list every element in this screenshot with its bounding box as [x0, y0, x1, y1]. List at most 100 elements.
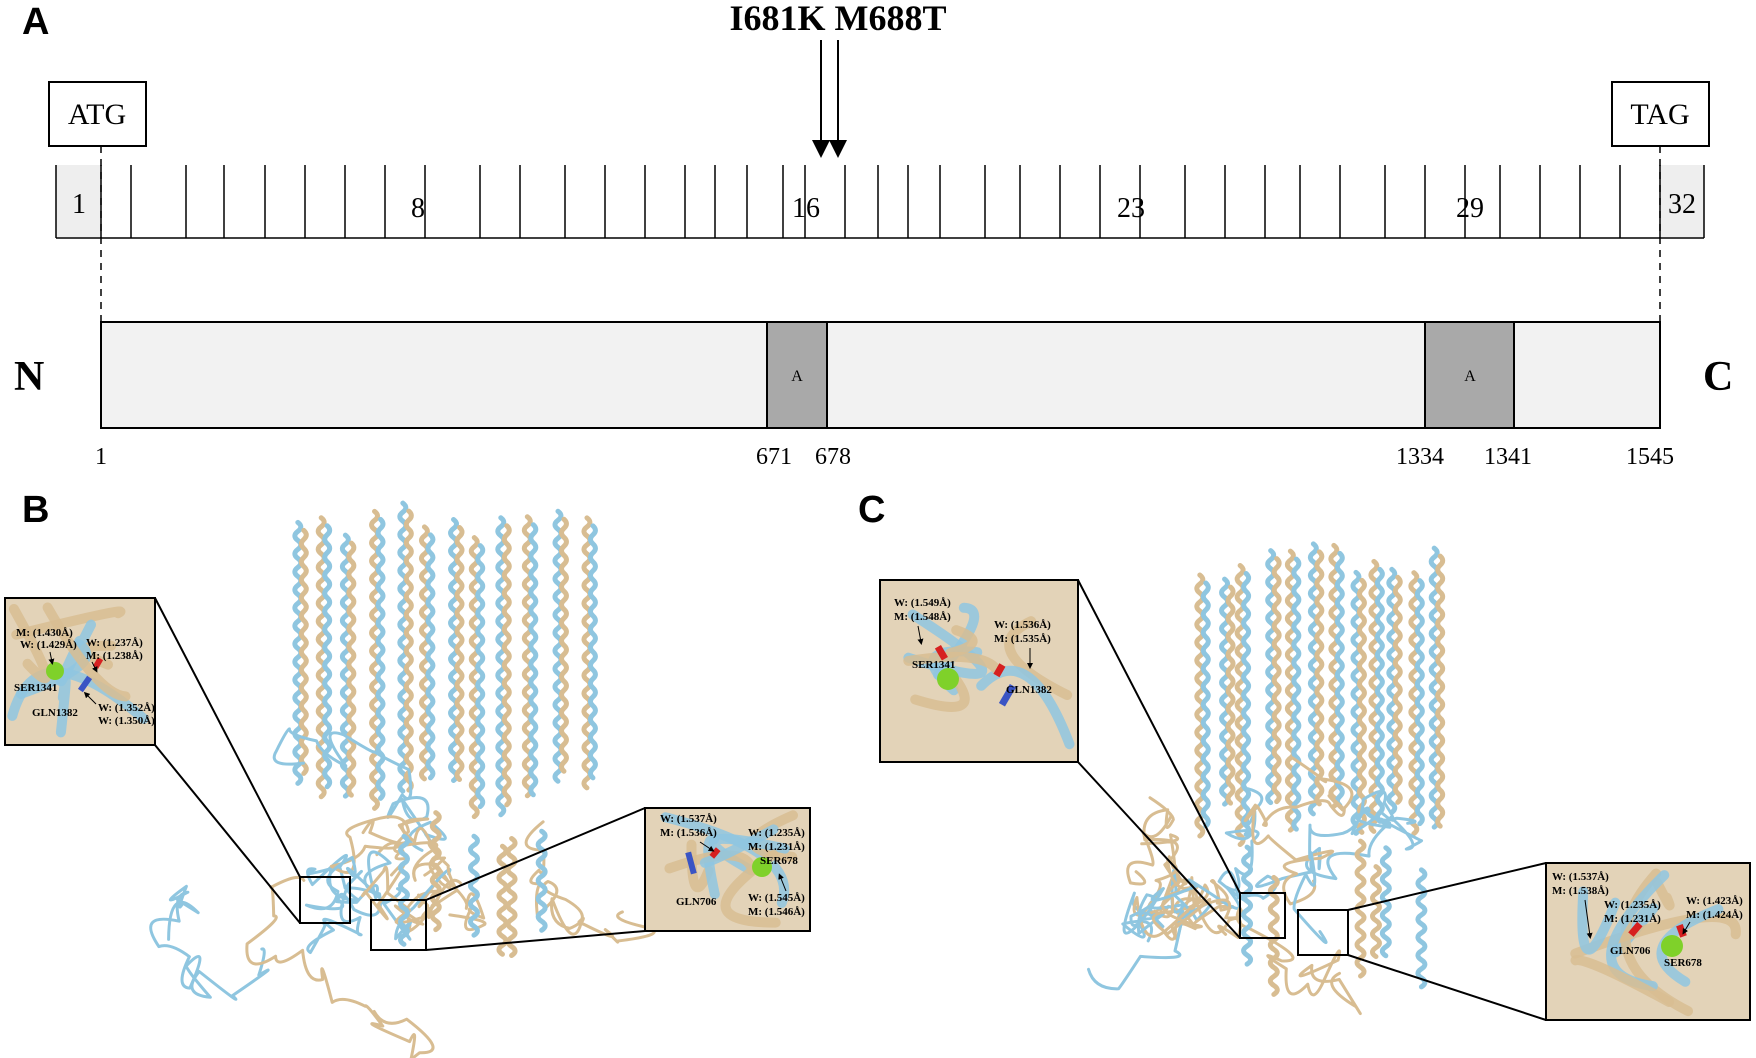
- inset-c-left-ribbons: [903, 602, 1075, 750]
- inset-b-right-ribbons: [660, 810, 798, 928]
- alpha-helix: [1334, 550, 1345, 808]
- annotation: M: (1.546Å): [748, 906, 805, 918]
- alpha-helix: [468, 535, 480, 820]
- position-1: 1: [95, 444, 107, 470]
- protein-structure-c: [1087, 541, 1446, 1016]
- c-terminus-label: C: [1703, 354, 1733, 400]
- ribbon-segment: [15, 639, 92, 699]
- alpha-helix: [403, 508, 414, 793]
- annotation: M: (1.536Å): [660, 827, 717, 839]
- zoom-region-b-right: [370, 899, 427, 951]
- alpha-helix: [581, 515, 593, 791]
- alpha-helix: [1415, 867, 1428, 990]
- residue-label: GLN706: [676, 896, 717, 908]
- coil-loop: [149, 884, 270, 1001]
- ribbon-segment: [1652, 877, 1675, 911]
- position-1545: 1545: [1626, 444, 1674, 470]
- gln-stick: [998, 683, 1016, 707]
- annotation: W: (1.537Å): [660, 813, 717, 825]
- annotation-arrow: [91, 661, 98, 673]
- annotation-arrow: [83, 691, 97, 705]
- zoom-line-c-left-bottom: [1077, 761, 1241, 939]
- coil-loop: [245, 875, 435, 1058]
- position-1341: 1341: [1484, 444, 1532, 470]
- inset-c-left: W: (1.549Å) M: (1.548Å) W: (1.536Å) M: (…: [879, 579, 1079, 763]
- ribbon-segment: [55, 675, 71, 738]
- zoom-line-b-right-bottom: [425, 930, 646, 951]
- annotation: W: (1.235Å): [748, 827, 805, 839]
- annotation: M: (1.231Å): [748, 841, 805, 853]
- ribbon-segment: [42, 602, 131, 702]
- annotation-arrow: [699, 841, 715, 852]
- panel-c-label: C: [858, 489, 885, 531]
- alpha-helix: [429, 810, 442, 933]
- alpha-helix: [1392, 574, 1403, 805]
- oxygen-stick: [1628, 921, 1643, 937]
- zoom-line-b-right-top: [425, 807, 646, 901]
- alpha-helix: [1368, 558, 1380, 834]
- exon-first: [56, 165, 101, 237]
- gln-stick: [77, 675, 93, 693]
- annotation: W: (1.350Å): [98, 715, 155, 727]
- annotation-arrow: [917, 625, 924, 645]
- residue-label: GLN1382: [1006, 684, 1052, 696]
- annotation-arrow: [1682, 921, 1691, 935]
- annotation: W: (1.536Å): [994, 619, 1051, 631]
- annotation-arrow: [1584, 899, 1593, 939]
- position-671: 671: [756, 444, 792, 470]
- coil-loop: [329, 815, 452, 889]
- coil-loop: [1292, 789, 1417, 944]
- exon-number-23: 23: [1117, 193, 1145, 224]
- annotation: W: (1.352Å): [98, 702, 155, 714]
- alpha-helix: [425, 532, 436, 781]
- coil-loop: [1151, 897, 1362, 1016]
- alpha-helix: [552, 508, 564, 784]
- mutation-label: I681K M688T: [729, 0, 946, 38]
- coil-loop: [1243, 756, 1354, 906]
- position-1334: 1334: [1396, 444, 1444, 470]
- annotation: M: (1.430Å): [16, 627, 73, 639]
- zoom-line-b-left-bottom: [154, 744, 301, 924]
- alpha-helix: [558, 516, 569, 774]
- alpha-helix: [1200, 580, 1211, 829]
- panel-b-label: B: [22, 489, 49, 531]
- position-678: 678: [815, 444, 851, 470]
- residue-label: SER678: [1664, 957, 1702, 969]
- inset-c-right: W: (1.537Å) M: (1.538Å) W: (1.235Å) M: (…: [1545, 862, 1751, 1021]
- alpha-helix: [1234, 562, 1246, 847]
- exon-structure: 1 8 16 23 29 32: [55, 165, 1705, 239]
- coil-loop: [360, 817, 459, 925]
- coil-loop: [1087, 869, 1212, 991]
- exon-number-8: 8: [411, 193, 425, 224]
- zoom-line-c-right-bottom: [1347, 954, 1547, 1021]
- alpha-helix: [346, 540, 357, 798]
- residue-label: GLN706: [1610, 945, 1651, 957]
- annotation: W: (1.235Å): [1604, 899, 1661, 911]
- alpha-helix: [505, 836, 518, 959]
- ion-sphere: [46, 662, 64, 680]
- annotation-arrow: [48, 651, 55, 665]
- start-codon-label: ATG: [68, 98, 126, 131]
- alpha-helix: [1267, 874, 1280, 997]
- oxygen-stick: [92, 657, 104, 669]
- exon-boundaries: [55, 165, 1705, 238]
- exon-number-29: 29: [1456, 193, 1484, 224]
- ion-sphere: [937, 668, 959, 690]
- zoom-line-b-left-top: [154, 597, 301, 878]
- alpha-helix: [398, 833, 410, 947]
- zoom-line-c-right-top: [1347, 862, 1547, 911]
- residue-label: SER678: [760, 855, 798, 867]
- ribbon-segment: [699, 824, 779, 868]
- alpha-helix: [375, 516, 386, 801]
- alpha-helix: [496, 843, 509, 957]
- alpha-helix: [1291, 556, 1302, 832]
- annotation: W: (1.429Å): [20, 639, 77, 651]
- exon-number-32: 32: [1668, 189, 1696, 220]
- alpha-helix: [1225, 584, 1236, 806]
- alpha-helix: [1414, 578, 1425, 827]
- alpha-helix: [1370, 864, 1382, 960]
- stop-codon-label: TAG: [1630, 98, 1689, 131]
- stop-codon-box: [1611, 81, 1710, 147]
- residue-label: GLN1382: [32, 707, 78, 719]
